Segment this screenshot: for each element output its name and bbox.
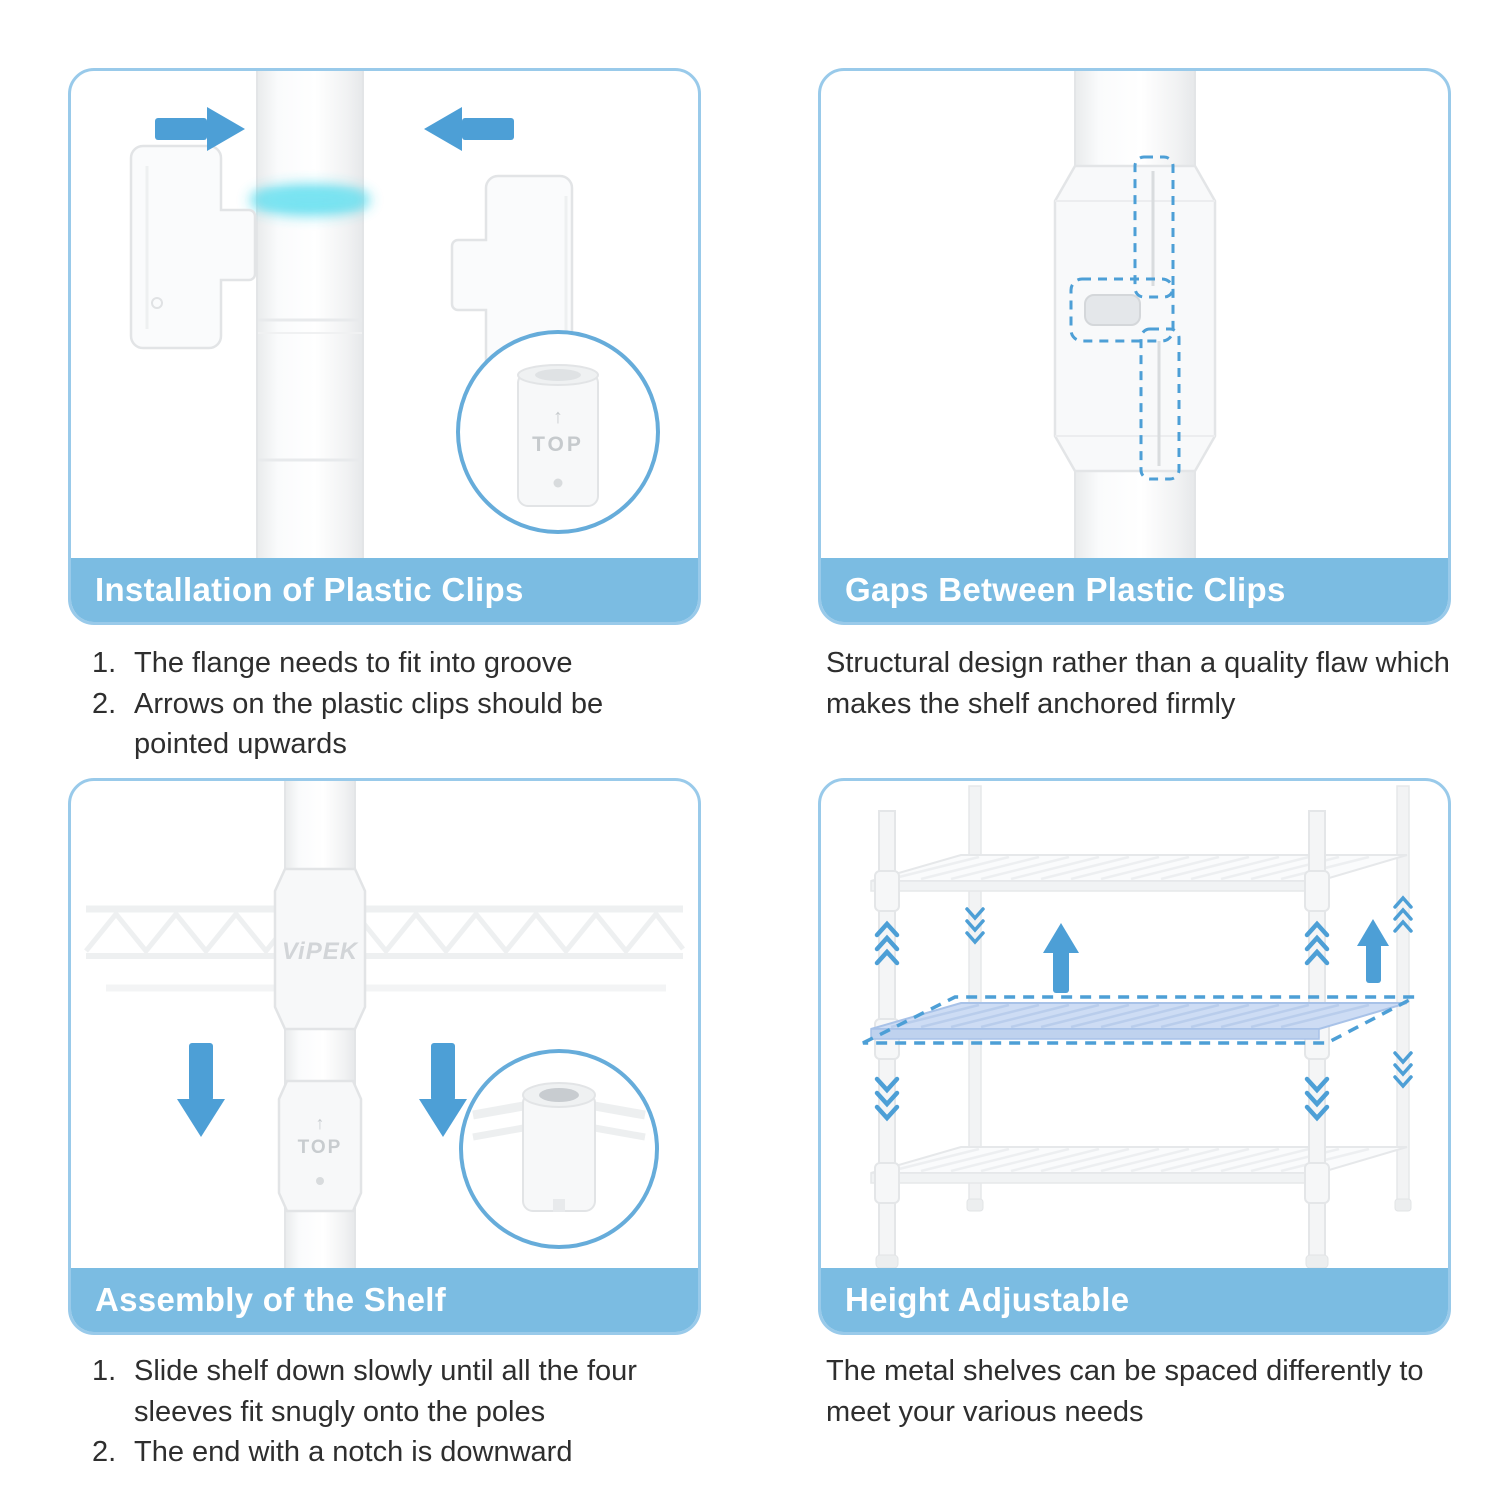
panel-title: Gaps Between Plastic Clips	[845, 571, 1286, 608]
wire-shelf	[84, 905, 685, 992]
panel-title: Installation of Plastic Clips	[95, 571, 524, 608]
top-marked-clip: ↑ TOP	[277, 1079, 363, 1213]
panel-title-banner: Installation of Plastic Clips	[71, 558, 698, 622]
groove-glow-highlight	[250, 185, 370, 215]
caption-list-item: 1. Slide shelf down slowly until all the…	[92, 1351, 710, 1432]
chevrons-up-icon	[1304, 920, 1330, 966]
arrow-right-icon	[155, 107, 245, 151]
corner-sleeve: ViPEK	[273, 867, 367, 1031]
middle-gap-outline	[1069, 277, 1175, 343]
middle-slot-gap	[1084, 294, 1141, 326]
list-number: 1.	[92, 647, 117, 679]
sleeve-socket-inset	[459, 1049, 659, 1249]
clip-installation-illustration: ↑ TOP	[71, 71, 698, 558]
upper-gap-outline	[1133, 155, 1175, 299]
up-arrow-glyph: ↑	[316, 1113, 325, 1133]
caption-list-item: 1. The flange needs to fit into groove	[92, 643, 684, 684]
highlighted-middle-shelf	[862, 995, 1416, 1045]
list-number: 1.	[92, 1355, 117, 1387]
pole-and-clips-drawing: ↑ TOP	[129, 71, 660, 558]
caption-assembly: 1. Slide shelf down slowly until all the…	[92, 1351, 710, 1473]
arrow-up-icon	[1043, 923, 1079, 993]
chevrons-down-icon	[874, 1076, 900, 1122]
arrow-up-icon	[1357, 919, 1389, 983]
caption-paragraph: Structural design rather than a quality …	[826, 647, 1450, 720]
center-pole	[256, 71, 364, 558]
bottom-notch	[553, 1199, 565, 1212]
up-arrow-glyph: ↑	[553, 406, 563, 428]
height-adjustable-illustration	[821, 781, 1448, 1268]
panel-title-banner: Assembly of the Shelf	[71, 1268, 698, 1332]
chevrons-up-icon	[874, 920, 900, 966]
top-label: TOP	[298, 1137, 343, 1158]
list-text: The flange needs to fit into groove	[134, 647, 573, 679]
panel-title-banner: Gaps Between Plastic Clips	[821, 558, 1448, 622]
panel-installation-of-plastic-clips: ↑ TOP Installation of Plastic Clips	[68, 68, 701, 625]
caption-installation: 1. The flange needs to fit into groove 2…	[92, 643, 684, 765]
caption-list-item: 2. The end with a notch is downward	[92, 1432, 710, 1473]
top-shelf	[870, 854, 1408, 892]
gap-highlight-outlines	[1069, 155, 1181, 481]
shelf-assembly-illustration: ViPEK ↑ TOP	[71, 781, 698, 1268]
pole-sleeve-drawing	[1053, 71, 1217, 558]
lower-gap-outline	[1139, 327, 1181, 481]
chevrons-up-icon	[1393, 895, 1413, 933]
brand-label: ViPEK	[282, 938, 359, 965]
list-number: 2.	[92, 1436, 117, 1469]
shelving-unit-drawing	[862, 785, 1416, 1268]
list-text: Arrows on the plastic clips should be po…	[134, 687, 604, 761]
clip-gaps-illustration	[821, 71, 1448, 558]
shelf-sliding-drawing: ViPEK ↑ TOP	[84, 781, 685, 1268]
panel-height-adjustable: Height Adjustable	[818, 778, 1451, 1335]
caption-height-adjustable: The metal shelves can be spaced differen…	[826, 1351, 1476, 1432]
top-label: TOP	[532, 433, 584, 456]
caption-list-item: 2. Arrows on the plastic clips should be…	[92, 684, 684, 765]
panel-assembly-of-the-shelf: ViPEK ↑ TOP	[68, 778, 701, 1335]
left-plastic-clip	[129, 144, 257, 350]
caption-gaps: Structural design rather than a quality …	[826, 643, 1458, 724]
chevrons-down-icon	[965, 907, 985, 945]
bottom-shelf	[870, 1146, 1408, 1184]
arrow-down-icon	[419, 1043, 467, 1137]
caption-paragraph: The metal shelves can be spaced differen…	[826, 1355, 1424, 1428]
chevrons-down-icon	[1393, 1051, 1413, 1089]
arrow-left-icon	[424, 107, 514, 151]
chevrons-down-icon	[1304, 1076, 1330, 1122]
panel-title: Height Adjustable	[845, 1281, 1130, 1318]
panel-gaps-between-plastic-clips: Gaps Between Plastic Clips	[818, 68, 1451, 625]
list-text: The end with a notch is downward	[134, 1436, 573, 1469]
list-text: Slide shelf down slowly until all the fo…	[134, 1355, 637, 1428]
panel-title-banner: Height Adjustable	[821, 1268, 1448, 1332]
top-marking-inset: ↑ TOP	[456, 330, 660, 534]
panel-title: Assembly of the Shelf	[95, 1281, 447, 1318]
arrow-down-icon	[177, 1043, 225, 1137]
list-number: 2.	[92, 687, 117, 720]
